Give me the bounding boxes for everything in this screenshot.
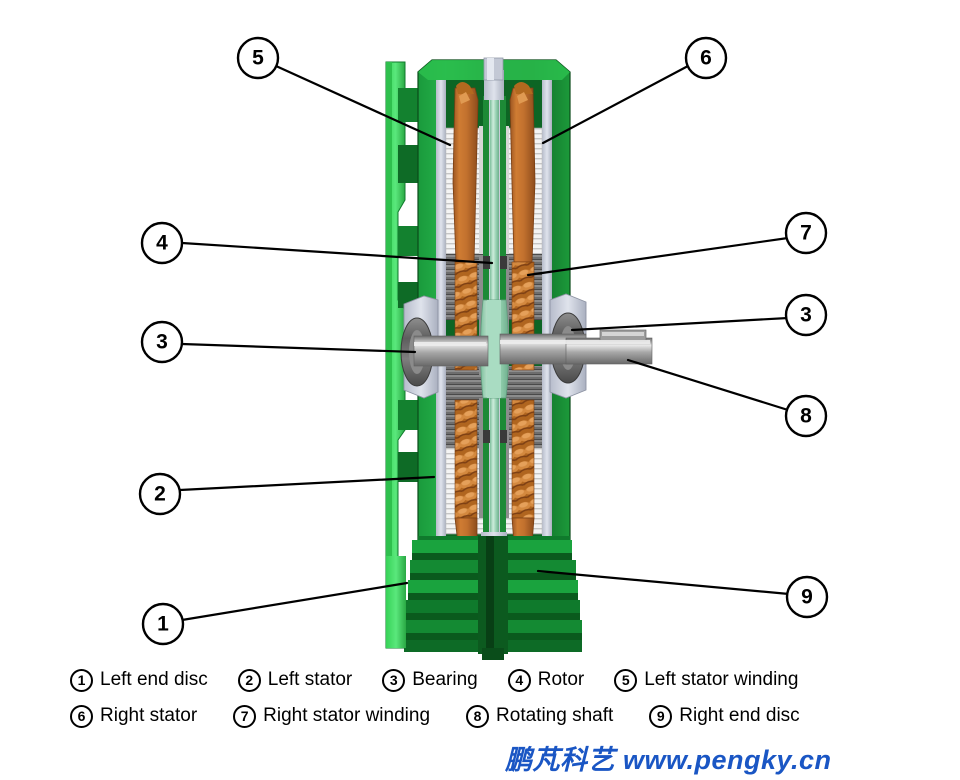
callout-8-rotating-shaft[interactable]: 8 [784,394,828,438]
callout-label: 6 [700,47,712,70]
legend-item-7[interactable]: 7 Right stator winding [233,704,431,728]
callout-6-right-stator[interactable]: 6 [684,36,728,80]
leader-6 [541,64,690,145]
callout-leader-lines [178,64,791,622]
leader-3-right [570,316,790,332]
legend-item-5[interactable]: 5 Left stator winding [614,668,799,692]
callout-5-left-stator-winding[interactable]: 5 [236,36,280,80]
legend-item-8[interactable]: 8 Rotating shaft [466,704,614,728]
leader-2 [178,475,436,492]
leader-4 [180,241,494,265]
legend-row-1: 1 Left end disc 2 Left stator 3 Bearing … [70,662,950,698]
callout-label: 5 [252,47,264,70]
rotor-disc [480,70,509,558]
right-stator-assembly [499,80,552,553]
bearing-shaft-group [400,293,653,399]
leader-5 [274,64,452,147]
leader-1 [180,581,409,622]
leader-9 [536,569,791,596]
left-stator-assembly [436,80,489,553]
callout-label: 3 [156,331,168,354]
legend-item-9[interactable]: 9 Right end disc [649,704,800,728]
legend-item-3[interactable]: 3 Bearing [382,668,478,692]
top-shaft-stub [483,57,504,81]
legend-label-7: Right stator winding [263,705,431,726]
legend-item-1[interactable]: 1 Left end disc [70,668,208,692]
callout-7-right-stator-winding[interactable]: 7 [784,211,828,255]
callout-bubbles: 5 6 4 7 3 3 8 [138,36,829,646]
leader-7 [526,236,790,277]
callout-9-right-end-disc[interactable]: 9 [785,575,829,619]
legend-item-2[interactable]: 2 Left stator [237,668,353,692]
callout-label: 3 [800,304,812,327]
callout-1-left-end-disc[interactable]: 1 [141,602,185,646]
legend-marker-7: 7 [233,704,257,728]
leader-8 [626,358,790,412]
legend-row-2: 6 Right stator 7 Right stator winding 8 … [70,698,950,734]
legend-label-3: Bearing [412,669,478,690]
legend-item-6[interactable]: 6 Right stator [70,704,198,728]
callout-label: 7 [800,222,812,245]
legend-label-4: Rotor [537,669,585,690]
legend: 1 Left end disc 2 Left stator 3 Bearing … [70,662,950,734]
site-watermark: 鹏芃科艺 www.pengky.cn [505,745,832,775]
callout-label: 4 [156,232,168,255]
end-disc-fins [386,536,582,660]
legend-label-1: Left end disc [100,669,208,690]
legend-marker-3: 3 [382,668,406,692]
legend-label-8: Rotating shaft [496,705,614,726]
legend-marker-9: 9 [649,704,673,728]
legend-label-6: Right stator [100,705,198,726]
callout-3-bearing-right[interactable]: 3 [784,293,828,337]
callout-label: 9 [801,586,813,609]
legend-marker-8: 8 [466,704,490,728]
callout-4-rotor[interactable]: 4 [140,221,184,265]
legend-marker-5: 5 [614,668,638,692]
legend-marker-6: 6 [70,704,93,728]
legend-item-4[interactable]: 4 Rotor [507,668,585,692]
callout-label: 2 [154,483,166,506]
legend-label-2: Left stator [267,669,353,690]
legend-marker-1: 1 [70,668,93,692]
callout-3-bearing-left[interactable]: 3 [140,320,184,364]
callout-label: 1 [157,613,169,636]
callout-label: 8 [800,405,812,428]
legend-label-9: Right end disc [679,705,800,726]
legend-marker-2: 2 [237,668,261,692]
callout-2-left-stator[interactable]: 2 [138,472,182,516]
leader-3-left [180,342,417,354]
legend-marker-4: 4 [507,668,531,692]
legend-label-5: Left stator winding [644,669,799,690]
